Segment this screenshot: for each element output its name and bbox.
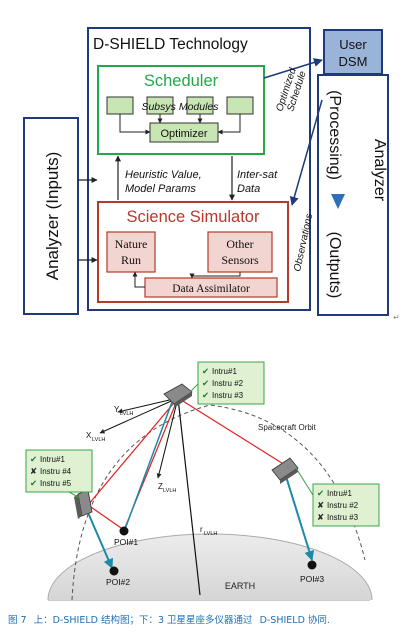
instrument-label: Instru #3	[327, 513, 359, 522]
caption-text-1: 上：D-SHIELD 结构图；下：3 卫星星座多仪器通过	[33, 615, 253, 626]
user-dsm-line2: DSM	[339, 54, 368, 69]
analyzer-inputs-panel	[23, 117, 79, 315]
check-icon: ✔	[202, 379, 209, 389]
cross-icon: ✘	[317, 513, 324, 523]
instrument-box-right: ✔Intru#1✘Instru #2✘Instru #3	[312, 483, 380, 527]
check-icon: ✔	[30, 479, 37, 489]
user-dsm-box	[323, 29, 383, 75]
y-axis-label: Y	[114, 405, 120, 414]
instrument-label: Instru #3	[212, 391, 244, 400]
satellite-top-icon	[163, 383, 193, 408]
poi3-marker	[307, 560, 317, 570]
analyzer-right-label: Analyzer	[371, 139, 388, 202]
instrument-box-left: ✔Intru#1✘Instru #4✔Instru #5	[25, 449, 93, 493]
sensors-label: Sensors	[221, 253, 259, 267]
z-axis-label: Z	[158, 482, 163, 491]
poi2-label: POI#2	[106, 577, 130, 587]
subsys-module-1	[106, 96, 134, 115]
instrument-label: Instru #2	[212, 379, 244, 388]
optimized-schedule-arrow	[263, 58, 323, 79]
constellation-diagram: EARTH Spacecraft Orbit r LVLH Y LVLH X L…	[47, 375, 373, 601]
intersat-label-2: Data	[237, 183, 260, 195]
blue-down-arrow	[331, 194, 345, 209]
run-label: Run	[121, 253, 141, 267]
r-axis-label: r	[200, 525, 203, 534]
satellite-left-icon	[74, 489, 93, 519]
poi3-label: POI#3	[300, 574, 324, 584]
instrument-label: Intru#1	[212, 367, 237, 376]
subsys-module-4	[226, 96, 254, 115]
other-sensors-box	[207, 231, 273, 273]
instrument-label: Intru#1	[327, 489, 352, 498]
instrument-label: Instru #4	[40, 467, 72, 476]
dshield-title: D-SHIELD Technology	[93, 36, 248, 53]
orbit-label: Spacecraft Orbit	[258, 423, 317, 432]
analyzer-inputs-label: Analyzer (Inputs)	[43, 152, 62, 281]
scheduler-title: Scheduler	[144, 72, 219, 90]
poi2-marker	[109, 566, 119, 576]
poi1-label: POI#1	[114, 537, 138, 547]
check-icon: ✔	[30, 455, 37, 465]
caption-text-2: D-SHIELD 协同.	[259, 615, 330, 626]
earth-label: EARTH	[225, 581, 255, 591]
cross-icon: ✘	[317, 501, 324, 511]
user-dsm-line1: User	[339, 37, 367, 52]
cross-icon: ✘	[30, 467, 37, 477]
instrument-box-top: ✔Intru#1✔Instru #2✔Instru #3	[197, 361, 265, 405]
science-simulator-title: Science Simulator	[127, 208, 260, 226]
x-axis-sub: LVLH	[92, 437, 105, 443]
return-mark: ↵	[393, 313, 400, 322]
instrument-label: Instru #2	[327, 501, 359, 510]
z-axis-sub: LVLH	[163, 488, 176, 494]
architecture-diagram: Analyzer (Inputs) D-SHIELD Technology An…	[23, 27, 400, 322]
instrument-label: Instru #5	[40, 479, 72, 488]
check-icon: ✔	[202, 391, 209, 401]
check-icon: ✔	[317, 489, 324, 499]
satellite-right-icon	[271, 457, 299, 484]
nature-run-box	[106, 231, 156, 273]
caption-fig-number: 图 7	[8, 615, 27, 626]
heuristic-label-2: Model Params	[125, 183, 196, 195]
processing-label: (Processing)	[326, 90, 343, 180]
other-label: Other	[226, 237, 253, 251]
heuristic-label-1: Heuristic Value,	[125, 169, 202, 181]
optimizer-label: Optimizer	[160, 128, 207, 140]
intersat-label-1: Inter-sat	[237, 169, 278, 181]
poi1-marker	[119, 526, 129, 536]
x-axis-label: X	[86, 431, 92, 440]
y-axis-sub: LVLH	[120, 411, 133, 417]
check-icon: ✔	[202, 367, 209, 377]
observations-arrow	[289, 99, 323, 206]
nature-label: Nature	[115, 237, 148, 251]
instrument-label: Intru#1	[40, 455, 65, 464]
data-assimilator-label: Data Assimilator	[172, 283, 250, 295]
subsys-modules-label: Subsys Modules	[141, 101, 219, 113]
figure-caption: 图 7 上：D-SHIELD 结构图；下：3 卫星星座多仪器通过 D-SHIEL…	[8, 612, 403, 626]
outputs-label: (Outputs)	[326, 232, 343, 299]
r-axis-sub: LVLH	[204, 531, 217, 537]
